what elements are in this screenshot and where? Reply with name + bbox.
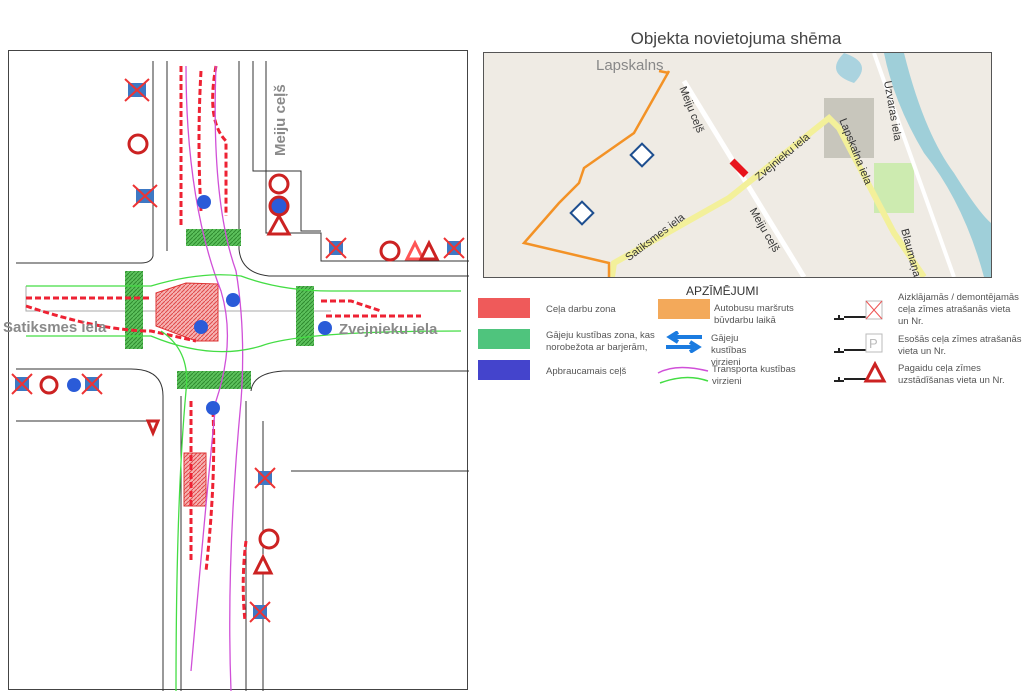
no-stopping-sign-icon [268, 195, 290, 217]
direction-sign-icon [67, 378, 81, 392]
main-road [609, 113, 927, 277]
removed-sign-icon [834, 300, 883, 320]
barriers [25, 65, 421, 622]
crosswalk-west [125, 271, 143, 349]
road-edges [16, 61, 469, 691]
river [884, 53, 991, 277]
speed-limit-30-sign-icon [268, 173, 290, 195]
legend-swatch-pedestrian-zone [478, 329, 530, 349]
crosswalk-east [296, 286, 314, 346]
speed-limit-30-sign-icon [258, 528, 280, 550]
warning-sign-icon [404, 239, 426, 261]
road-works-zone [155, 282, 219, 342]
legend-label: Ceļa darbu zona [546, 304, 616, 315]
bus-route [521, 70, 671, 277]
legend-label: Transporta kustības virzieni [712, 364, 796, 387]
road-works-zone-south [183, 452, 207, 507]
legend-label: Apbraucamais ceļš [546, 366, 627, 377]
map-drawing [521, 53, 991, 277]
closure-marker [729, 158, 749, 178]
temporary-sign-icon [834, 361, 887, 383]
keep-right-sign-icon [197, 195, 211, 209]
location-map: Lapskalns Meiju ceļš Meiju ceļš Zvejniek… [483, 52, 992, 278]
legend-label: Esošās ceļa zīmes atrašanās vieta un Nr. [898, 334, 1022, 357]
street-label-satiksmes: Satiksmes iela [3, 319, 107, 336]
yield-sign-icon [145, 419, 161, 437]
legend-label: Autobusu maršruts būvdarbu laikā [714, 303, 794, 326]
warning-sign-icon [418, 239, 440, 261]
keep-right-sign-icon [226, 293, 240, 307]
speed-limit-sign-icon [127, 133, 149, 155]
removed-sign-icons [11, 78, 465, 623]
intersection-plan: Meiju ceļš Satiksmes iela Zvejnieku iela [3, 50, 469, 691]
map-title: Objekta novietojuma shēma [630, 29, 842, 48]
warning-sign-icon [266, 212, 292, 236]
pedestrian-arrows-icon [666, 331, 702, 353]
bus-stop-icon [629, 142, 655, 168]
intersection-drawing [11, 61, 469, 691]
existing-sign-icon: P [834, 333, 883, 353]
traffic-flow-icon [657, 366, 709, 384]
traffic-direction-lines-green [26, 274, 462, 691]
legend-swatch-bus-route [658, 299, 710, 319]
crosswalk-north [186, 229, 241, 246]
street-label-meiju: Meiju ceļš [272, 84, 289, 156]
keep-right-sign-icon [206, 401, 220, 415]
legend-swatch-road-works [478, 298, 530, 318]
no-trucks-sign-icon [39, 375, 59, 395]
keep-right-sign-icon [194, 320, 208, 334]
warning-sign-icon [252, 553, 274, 575]
legend-label: Gājeju kustības zona, kas norobežota ar … [546, 330, 655, 353]
no-entry-trucks-sign-icon [379, 240, 401, 262]
legend-label: Pagaidu ceļa zīmes uzstādīšanas vieta un… [898, 363, 1005, 386]
keep-right-sign-icon [318, 321, 332, 335]
legend-title: APZĪMĒJUMI [686, 284, 759, 298]
svg-text:P: P [869, 336, 878, 351]
legend-swatch-detour [478, 360, 530, 380]
map-label-lapskalns: Lapskalns [596, 57, 664, 74]
road-signs [11, 78, 465, 623]
street-label-zvejnieku: Zvejnieku iela [339, 321, 438, 338]
legend-label: Aizklājamās / demontējamās ceļa zīmes at… [898, 292, 1019, 327]
bus-stop-icon [569, 200, 595, 226]
legend-label: Gājeju kustības virzieni [711, 333, 747, 368]
crosswalk-south [177, 371, 251, 389]
